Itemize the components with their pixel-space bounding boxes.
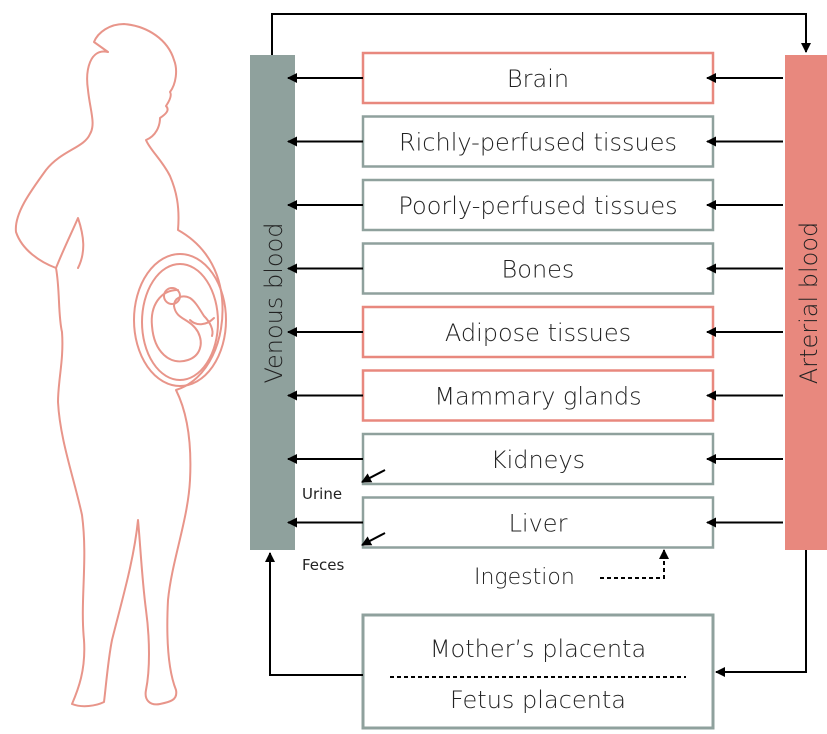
urine-label: Urine	[302, 485, 342, 503]
compartment-label-brain: Brain	[507, 65, 569, 93]
compartment-label-richly-perfused-tissues: Richly-perfused tissues	[399, 129, 677, 157]
feces-label: Feces	[302, 556, 345, 574]
venous-blood-label: Venous blood	[260, 222, 288, 383]
feces-arrow	[362, 533, 385, 545]
compartment-label-liver: Liver	[509, 510, 568, 538]
mother-placenta-label: Mother’s placenta	[430, 635, 646, 663]
arterial-to-placenta-arrow	[716, 550, 806, 672]
compartment-label-mammary-glands: Mammary glands	[434, 383, 641, 411]
compartment-label-bones: Bones	[502, 256, 575, 284]
pregnant-woman-silhouette-icon	[16, 24, 226, 706]
ingestion-label: Ingestion	[474, 565, 575, 590]
compartment-label-kidneys: Kidneys	[491, 446, 585, 474]
ingestion-arrow	[600, 550, 664, 578]
fetus-placenta-label: Fetus placenta	[450, 686, 626, 714]
compartment-label-poorly-perfused-tissues: Poorly-perfused tissues	[398, 192, 677, 220]
arterial-blood-label: Arterial blood	[795, 222, 823, 385]
top-circulation-arrow	[272, 14, 806, 55]
compartment-label-adipose-tissues: Adipose tissues	[445, 319, 631, 347]
urine-arrow	[362, 470, 385, 482]
